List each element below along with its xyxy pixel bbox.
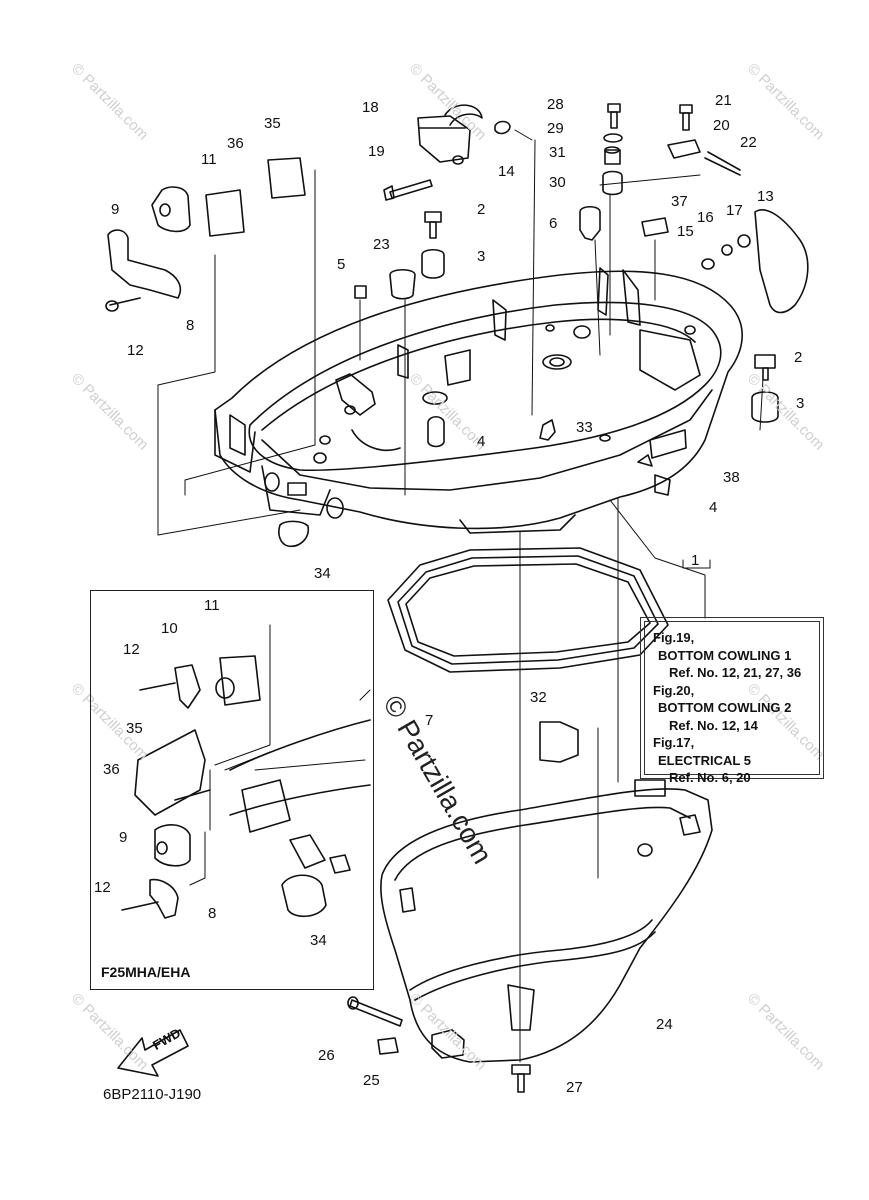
inset-callout: 9: [119, 829, 128, 846]
callout: 15: [677, 223, 694, 240]
ref-line: Ref. No. 12, 21, 27, 36: [669, 665, 802, 680]
callout: 3: [477, 248, 486, 265]
callout: 36: [227, 135, 244, 152]
callout: 6: [549, 215, 558, 232]
callout: 4: [709, 499, 718, 516]
callout: 21: [715, 92, 732, 109]
reference-box-inner: Fig.19, BOTTOM COWLING 1 Ref. No. 12, 21…: [644, 621, 820, 785]
reference-box: Fig.19, BOTTOM COWLING 1 Ref. No. 12, 21…: [640, 617, 824, 785]
callout: 32: [530, 689, 547, 706]
ref-line: Fig.19,: [653, 630, 695, 645]
callout: 11: [201, 151, 217, 168]
callout: 29: [547, 120, 564, 137]
drawing-code: 6BP2110-J190: [103, 1086, 202, 1103]
variant-label: F25MHA/EHA: [101, 964, 191, 980]
hardware-parts: [105, 103, 809, 1093]
inset-callout: 34: [310, 932, 327, 949]
callout: 3: [796, 395, 805, 412]
inset-callout: 10: [161, 620, 178, 637]
inset-callout: 35: [126, 720, 143, 737]
callout: 4: [477, 433, 486, 450]
callout: 37: [671, 193, 688, 210]
callout: 1: [691, 552, 700, 569]
callout: 38: [723, 469, 740, 486]
ref-line: Ref. No. 12, 14: [669, 717, 758, 733]
callout: 14: [498, 163, 515, 180]
callout: 24: [656, 1016, 673, 1033]
inset-callout: 8: [208, 905, 217, 922]
callout: 28: [547, 96, 564, 113]
ref-line: Fig.20,: [653, 682, 695, 698]
variant-inset-box: [90, 590, 374, 990]
ref-line: Fig.17,: [653, 735, 695, 750]
callout: 16: [697, 209, 714, 226]
callout: 35: [264, 115, 281, 132]
callout: 12: [127, 342, 144, 359]
callout: 7: [425, 712, 434, 729]
callout: 5: [337, 256, 346, 273]
inset-callout: 12: [123, 641, 140, 658]
callout: 34: [314, 565, 331, 582]
callout: 9: [111, 201, 120, 218]
ref-line: BOTTOM COWLING 2: [658, 700, 792, 715]
callout: 27: [566, 1079, 583, 1096]
fwd-arrow: [117, 1029, 189, 1077]
callout: 18: [362, 99, 379, 116]
ref-line: ELECTRICAL 5: [658, 752, 751, 768]
callout: 13: [757, 188, 774, 205]
callout: 17: [726, 202, 743, 219]
ref-line: BOTTOM COWLING 1: [658, 647, 792, 663]
ref-line: Ref. No. 6, 20: [669, 770, 751, 785]
inset-parts: [121, 655, 371, 919]
callout: 19: [368, 143, 385, 160]
callout: 23: [373, 236, 390, 253]
bottom-cowling-upper: [214, 267, 743, 548]
callout: 22: [740, 134, 757, 151]
callout: 2: [477, 201, 486, 218]
gasket-7: [387, 547, 669, 673]
callout: 30: [549, 174, 566, 191]
callout: 8: [186, 317, 195, 334]
callout: 2: [794, 349, 803, 366]
inset-callout: 12: [94, 879, 111, 896]
callout: 26: [318, 1047, 335, 1064]
leader-lines: [157, 129, 764, 1063]
bottom-cowling-lower: [380, 779, 713, 1063]
callout: 25: [363, 1072, 380, 1089]
callout: 33: [576, 419, 593, 436]
inset-callout: 11: [204, 597, 220, 614]
callout: 31: [549, 144, 566, 161]
inset-callout: 36: [103, 761, 120, 778]
callout: 20: [713, 117, 730, 134]
